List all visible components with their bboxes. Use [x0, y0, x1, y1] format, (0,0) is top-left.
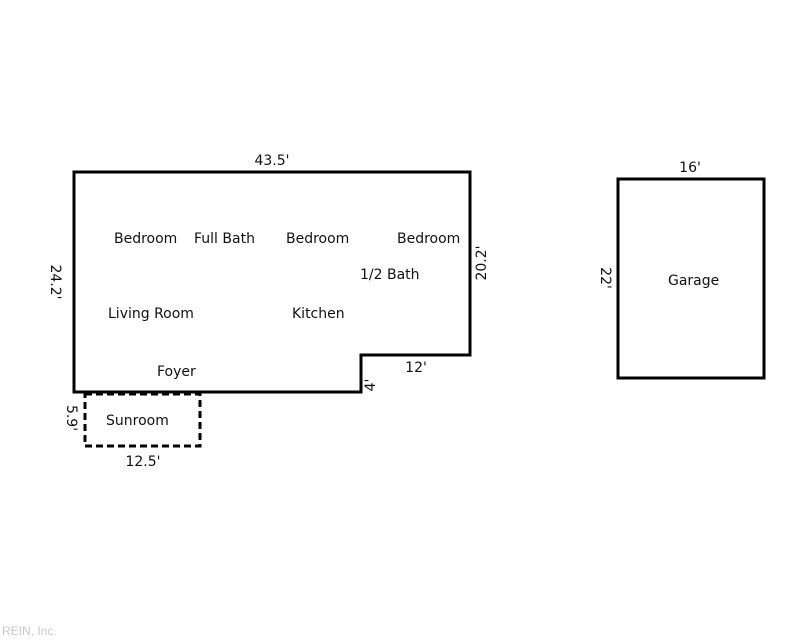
room-label-bedroom-1: Bedroom — [114, 231, 177, 247]
room-label-bedroom-3: Bedroom — [397, 231, 460, 247]
room-label-half-bath: 1/2 Bath — [360, 267, 420, 283]
dimension-notch-width: 12' — [405, 360, 427, 376]
room-label-foyer: Foyer — [157, 364, 196, 380]
dimension-right-height: 20.2' — [474, 245, 490, 280]
watermark-text: REIN, Inc. — [2, 624, 57, 638]
dimension-garage-width: 16' — [679, 160, 701, 176]
room-label-full-bath: Full Bath — [194, 231, 255, 247]
room-label-sunroom: Sunroom — [106, 413, 169, 429]
sunroom-outline — [83, 392, 202, 448]
dimension-left-height: 24.2' — [47, 264, 63, 299]
room-label-garage: Garage — [668, 273, 719, 289]
room-label-bedroom-2: Bedroom — [286, 231, 349, 247]
dimension-sunroom-depth: 5.9' — [63, 405, 79, 431]
main-house-outline — [72, 170, 472, 394]
dimension-top-width: 43.5' — [254, 153, 289, 169]
dimension-garage-depth: 22' — [597, 267, 613, 289]
dimension-sunroom-width: 12.5' — [125, 454, 160, 470]
garage-outline — [616, 177, 766, 380]
room-label-kitchen: Kitchen — [292, 306, 345, 322]
dimension-notch-depth: 4' — [363, 379, 379, 392]
room-label-living-room: Living Room — [108, 306, 194, 322]
